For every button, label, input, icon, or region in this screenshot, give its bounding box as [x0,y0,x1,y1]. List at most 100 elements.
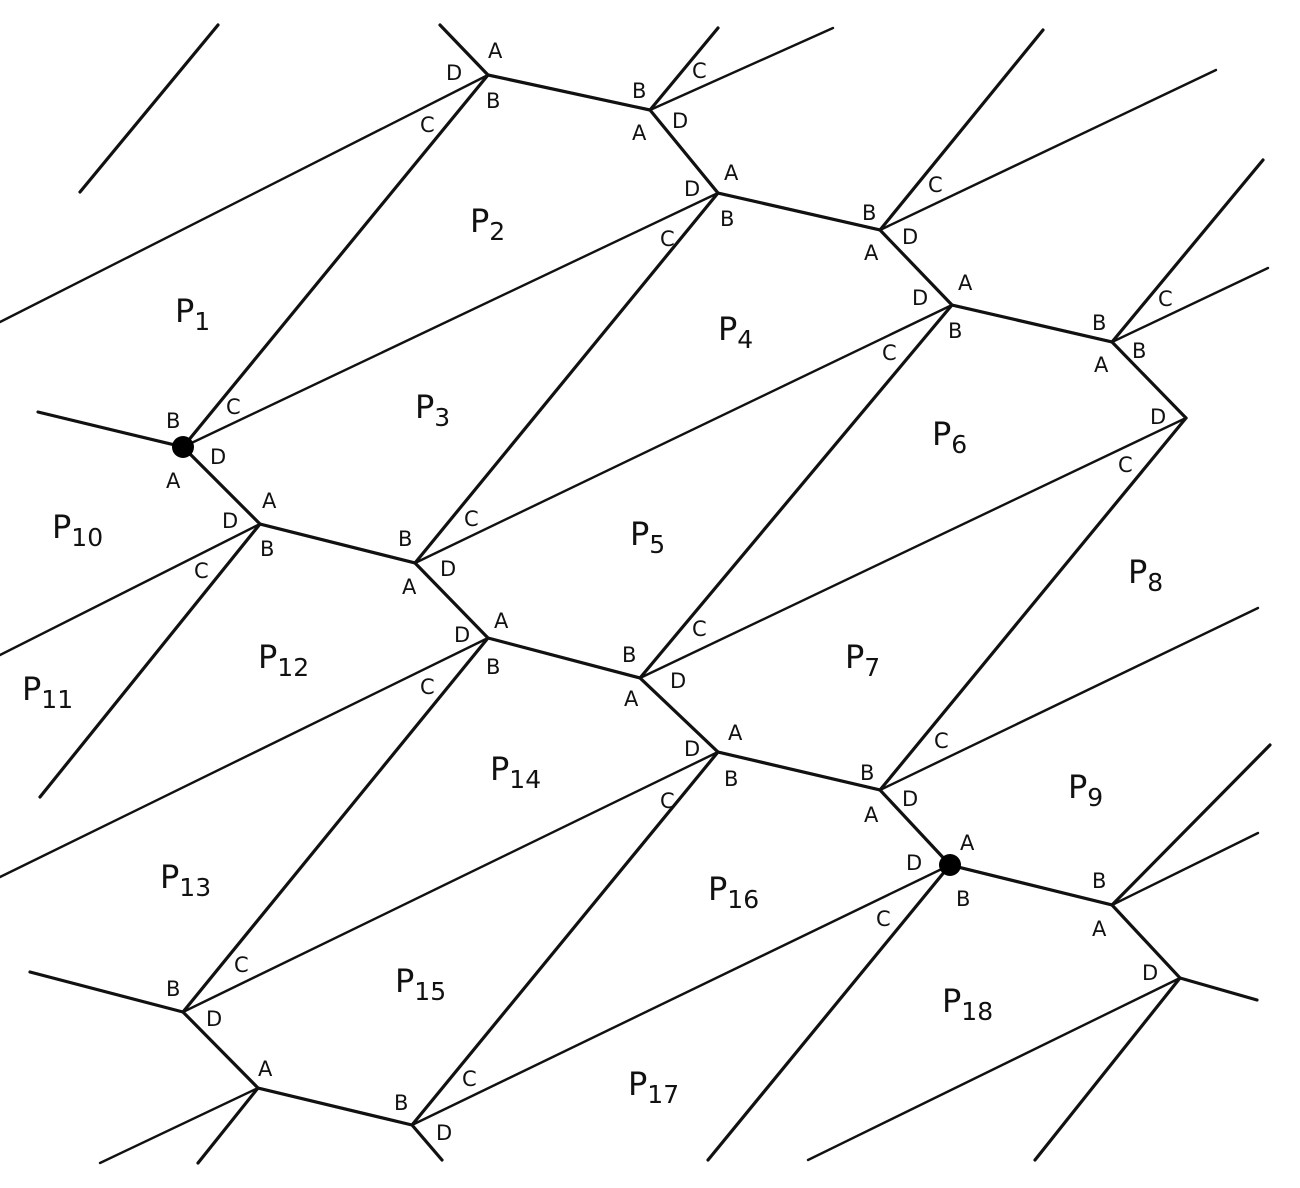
vertex-label: A [262,489,277,513]
vertex-label: C [420,113,435,137]
edge [706,863,952,1162]
edge [438,23,1188,420]
vertex-label: C [692,59,707,83]
vertex-label: C [934,729,949,753]
vertex-label: C [1118,453,1133,477]
vertex-label: C [464,507,479,531]
vertex-label: A [624,687,639,711]
region-label-p10: P10 [52,508,103,552]
vertex-label: C [928,173,943,197]
highlighted-vertex [939,854,961,876]
edge [878,68,1218,232]
vertex-label: D [912,286,928,310]
vertex-label: C [226,395,241,419]
vertex-label: D [1142,961,1158,985]
region-label-p5: P5 [630,515,665,559]
vertex-label: C [234,953,249,977]
edge [181,750,720,1014]
vertex-label: B [166,409,180,433]
vertex-label: D [440,557,456,581]
edge [98,1086,260,1165]
vertex-label: B [622,643,636,667]
vertex-label: A [1094,353,1109,377]
vertex-label: C [194,559,209,583]
edge [806,976,1182,1162]
edge [648,26,835,112]
region-label-p11: P11 [22,670,73,714]
vertex-label: D [902,787,918,811]
vertex-label: B [862,201,876,225]
vertex-label: A [402,575,417,599]
vertex-label: B [260,537,274,561]
vertex-label: B [486,655,500,679]
edge [181,73,490,449]
vertex-label: C [462,1067,477,1091]
vertex-label: C [420,675,435,699]
vertex-label: C [660,227,675,251]
region-label-p9: P9 [1068,768,1103,812]
edge [181,636,490,1014]
edge [38,522,262,799]
vertex-label: D [902,225,918,249]
edge [0,522,262,657]
edge [638,416,1188,680]
vertex-label: D [672,109,688,133]
vertex-label: D [670,669,686,693]
region-label-p8: P8 [1128,553,1163,597]
region-label-p16: P16 [708,870,759,914]
vertex-label: B [398,527,412,551]
edge [181,191,720,449]
edge [1110,158,1265,344]
vertex-label: C [1158,287,1173,311]
vertex-label: B [632,79,646,103]
edge [410,863,952,1127]
vertex-label: D [446,61,462,85]
edge [1033,976,1182,1162]
vertex-label: D [684,737,700,761]
region-label-p2: P2 [470,202,505,246]
vertex-label: D [206,1007,222,1031]
vertex-label: A [166,469,181,493]
edge [638,303,954,680]
vertex-label: C [876,907,891,931]
edge [28,970,444,1162]
highlighted-vertices [172,436,961,876]
highlighted-vertex [172,436,194,458]
region-label-p7: P7 [845,638,880,682]
edge [78,23,220,194]
vertex-label: B [1092,869,1106,893]
vertex-label: D [1150,405,1166,429]
region-label-p12: P12 [258,638,309,682]
edge [36,410,1259,1002]
region-label-p13: P13 [160,858,211,902]
vertex-label: D [454,623,470,647]
edge [413,303,954,565]
vertex-label: B [948,319,962,343]
vertex-label: B [394,1091,408,1115]
edge [648,26,720,112]
vertex-label: D [906,851,922,875]
edge [878,416,1188,792]
vertex-label: B [166,977,180,1001]
vertex-label: B [486,89,500,113]
vertex-label: B [860,761,874,785]
vertex-label: D [684,177,700,201]
vertex-label: B [724,767,738,791]
edge [1110,266,1270,344]
vertex-label: C [692,617,707,641]
vertex-label: A [958,271,973,295]
region-label-p4: P4 [718,310,753,354]
region-label-p17: P17 [628,1065,679,1109]
region-labels: P1P2P3P4P5P6P7P8P9P10P11P12P13P14P15P16P… [22,202,1163,1109]
vertex-label: A [632,121,647,145]
vertex-label: A [724,161,739,185]
vertex-label: D [210,445,226,469]
vertex-label: C [660,789,675,813]
edge [878,606,1260,792]
region-label-p3: P3 [415,388,450,432]
region-label-p14: P14 [490,750,541,794]
vertex-label: A [488,39,503,63]
edge [878,28,1045,232]
